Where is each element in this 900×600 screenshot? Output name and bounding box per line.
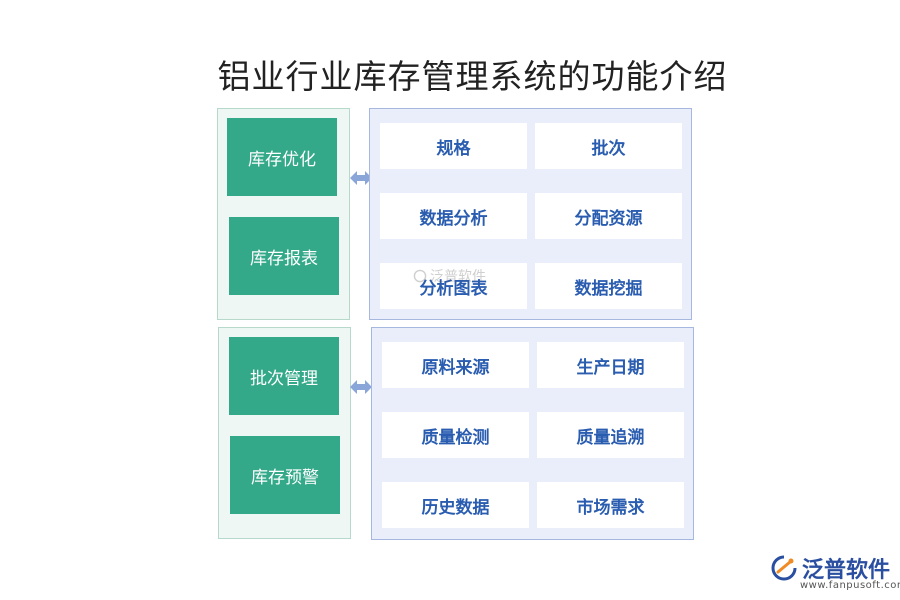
feature-box: 批次管理 — [229, 337, 339, 415]
detail-cell: 历史数据 — [382, 482, 529, 528]
watermark-text: 泛普软件 — [430, 269, 486, 285]
detail-cell: 生产日期 — [537, 342, 684, 388]
detail-cell: 质量检测 — [382, 412, 529, 458]
detail-cell: 规格 — [380, 123, 527, 169]
watermark: 泛普软件 — [413, 266, 486, 286]
detail-cell: 分析图表 — [380, 263, 527, 309]
detail-cell: 批次 — [535, 123, 682, 169]
detail-cell: 分配资源 — [535, 193, 682, 239]
detail-cell: 质量追溯 — [537, 412, 684, 458]
feature-box: 库存报表 — [229, 217, 339, 295]
brand-name: 泛普软件 — [802, 558, 891, 583]
feature-box: 库存优化 — [227, 118, 337, 196]
brand-url: www.fanpusoft.com — [800, 580, 900, 591]
feature-box: 库存预警 — [230, 436, 340, 514]
detail-cell: 原料来源 — [382, 342, 529, 388]
double-arrow-icon — [350, 171, 372, 185]
detail-cell: 数据分析 — [380, 193, 527, 239]
diagram-title: 铝业行业库存管理系统的功能介绍 — [217, 57, 728, 96]
brand-logo: 泛普软件 — [770, 552, 890, 584]
detail-cell: 市场需求 — [537, 482, 684, 528]
double-arrow-icon — [350, 380, 372, 394]
detail-cell: 数据挖掘 — [535, 263, 682, 309]
brand-logo-icon — [413, 269, 427, 283]
brand-logo-icon — [771, 555, 797, 581]
